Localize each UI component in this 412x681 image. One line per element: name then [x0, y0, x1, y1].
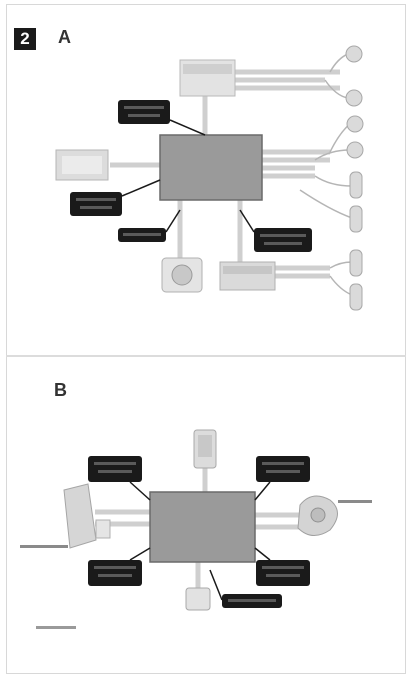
panel-divider	[6, 355, 406, 357]
left-unit-b	[63, 483, 97, 549]
panel-b-letter: B	[54, 380, 67, 400]
connector-a2	[345, 89, 363, 107]
main-unit-a	[159, 134, 263, 201]
connector-a1	[345, 45, 363, 63]
connector-a4	[346, 141, 364, 159]
connector-a7	[349, 249, 363, 277]
panel-a-letter: A	[58, 27, 71, 47]
panel-b-diagram	[20, 429, 372, 629]
callout-labels-b	[88, 456, 310, 608]
bottom-device-b	[185, 587, 211, 611]
step-number-badge: 2	[14, 28, 36, 50]
connector-a6	[349, 205, 363, 233]
connector-a8	[349, 283, 363, 311]
connector-a3	[346, 115, 364, 133]
callout-labels-a	[70, 100, 312, 252]
main-unit-b	[149, 491, 256, 563]
panel-a-diagram	[55, 45, 364, 311]
connector-a5	[349, 171, 363, 199]
